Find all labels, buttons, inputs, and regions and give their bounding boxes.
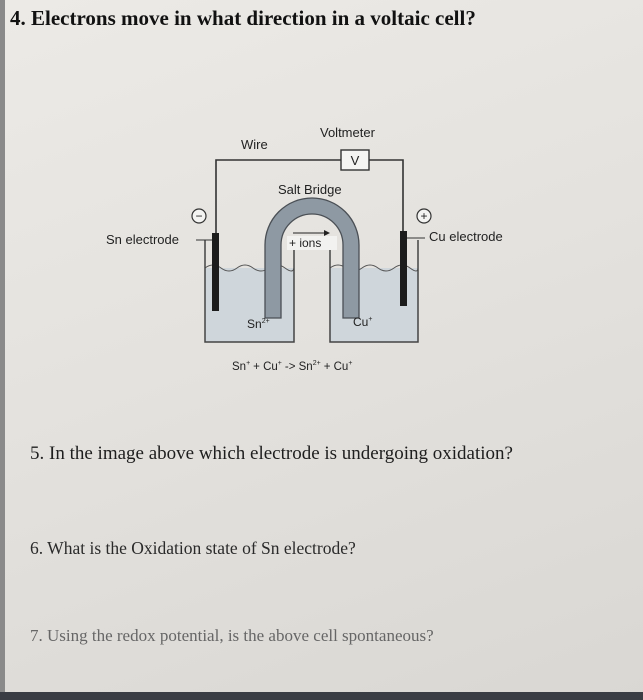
- cell-equation: Sn++ Cu+-> Sn2++ Cu+: [232, 360, 352, 373]
- ions-arrowhead: [324, 230, 330, 236]
- voltmeter-box: [340, 149, 370, 171]
- sn-electrode: [212, 233, 219, 311]
- question-5: 5. In the image above which electrode is…: [30, 443, 513, 464]
- sn-electrode-label: Sn electrode: [106, 232, 179, 247]
- wire-label: Wire: [241, 137, 268, 152]
- cathode-sign-circle: [416, 208, 432, 224]
- frame-left-edge: [0, 0, 5, 700]
- salt-bridge-label: Salt Bridge: [278, 182, 342, 197]
- question-4: 4. Electrons move in what direction in a…: [10, 6, 476, 30]
- cu-ion-label: Cu+: [353, 315, 372, 329]
- question-7: 7. Using the redox potential, is the abo…: [30, 626, 434, 645]
- cathode-sign: +: [420, 209, 427, 223]
- voltmeter-symbol: V: [351, 153, 360, 168]
- anode-sign-circle: [191, 208, 207, 224]
- voltmeter-label: Voltmeter: [320, 125, 376, 140]
- cu-electrode-label: Cu electrode: [429, 229, 503, 244]
- wire: [215, 159, 404, 235]
- cu-electrode: [400, 231, 407, 306]
- sn-ion-label: Sn2+: [247, 317, 270, 331]
- frame-bottom-edge: [0, 692, 643, 700]
- question-6: 6. What is the Oxidation state of Sn ele…: [30, 538, 356, 558]
- ions-label: + ions: [289, 236, 321, 250]
- anode-sign: −: [195, 209, 202, 223]
- salt-bridge: [264, 197, 360, 319]
